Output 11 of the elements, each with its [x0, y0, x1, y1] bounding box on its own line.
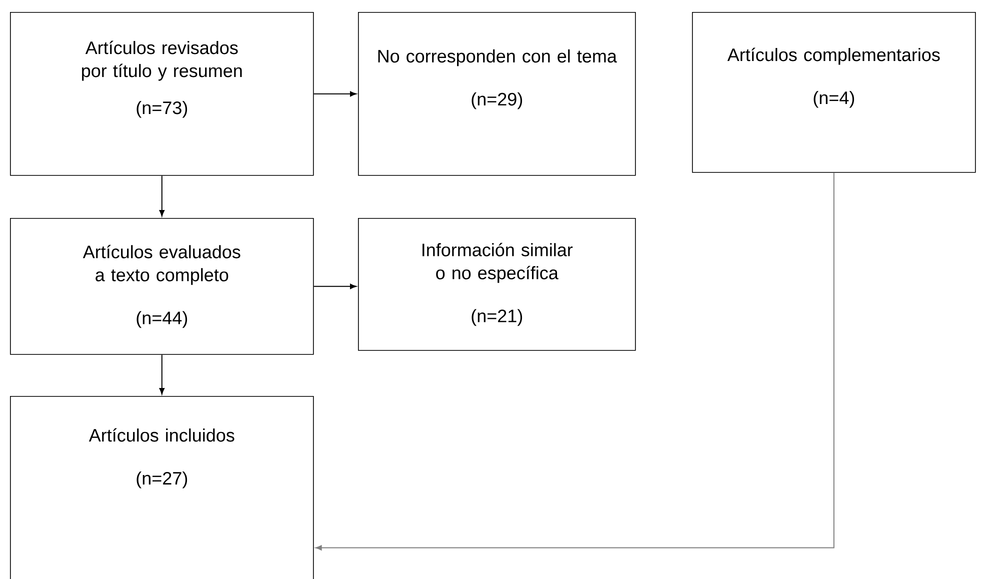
- arrow: [315, 172, 834, 550]
- arrow: [159, 175, 165, 216]
- process-box: Artículos revisados por título y resumen (n=73): [10, 12, 314, 176]
- arrow: [159, 354, 165, 394]
- process-box: Artículos evaluados a texto completo (n=44): [10, 218, 314, 355]
- arrow: [313, 91, 356, 97]
- process-box: No corresponden con el tema (n=29): [358, 12, 636, 176]
- process-box: Artículos incluidos (n=27): [10, 396, 314, 579]
- process-box: Información similar o no específica (n=21): [358, 218, 636, 351]
- arrow: [313, 284, 356, 290]
- process-box: Artículos complementarios (n=4): [692, 12, 976, 173]
